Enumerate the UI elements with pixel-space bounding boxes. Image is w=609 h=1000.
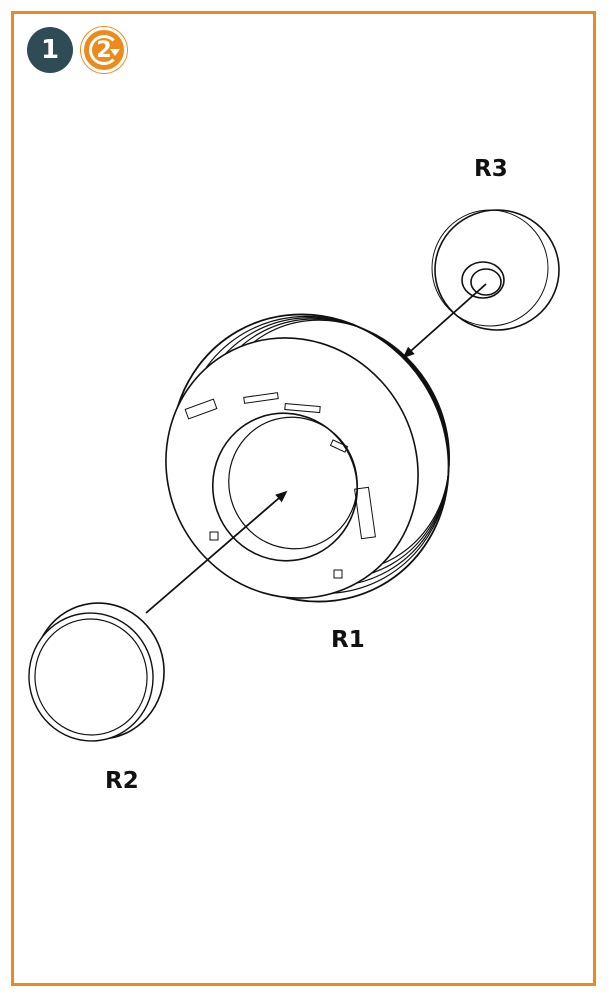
part-label-r1: R1: [331, 627, 365, 653]
step-badge-1: 1: [27, 27, 73, 73]
repeat-arrow-icon: [89, 35, 119, 65]
step-1-number: 1: [40, 35, 60, 65]
arrow-r3-to-r1: [402, 283, 487, 359]
sidewall-markings: [184, 392, 376, 579]
arrow-r2-to-r1: [145, 490, 288, 614]
part-r2-drawing: [28, 602, 165, 742]
part-r1-drawing: [165, 313, 450, 603]
part-label-r2: R2: [105, 768, 139, 794]
part-label-r3: R3: [474, 156, 508, 182]
part-r3-drawing: [431, 209, 560, 331]
step-2-number: 2: [96, 37, 112, 63]
step-indicator: 1 2: [27, 27, 127, 73]
step-badge-2: 2: [81, 27, 127, 73]
repeat-arrowhead-icon: [110, 49, 120, 56]
